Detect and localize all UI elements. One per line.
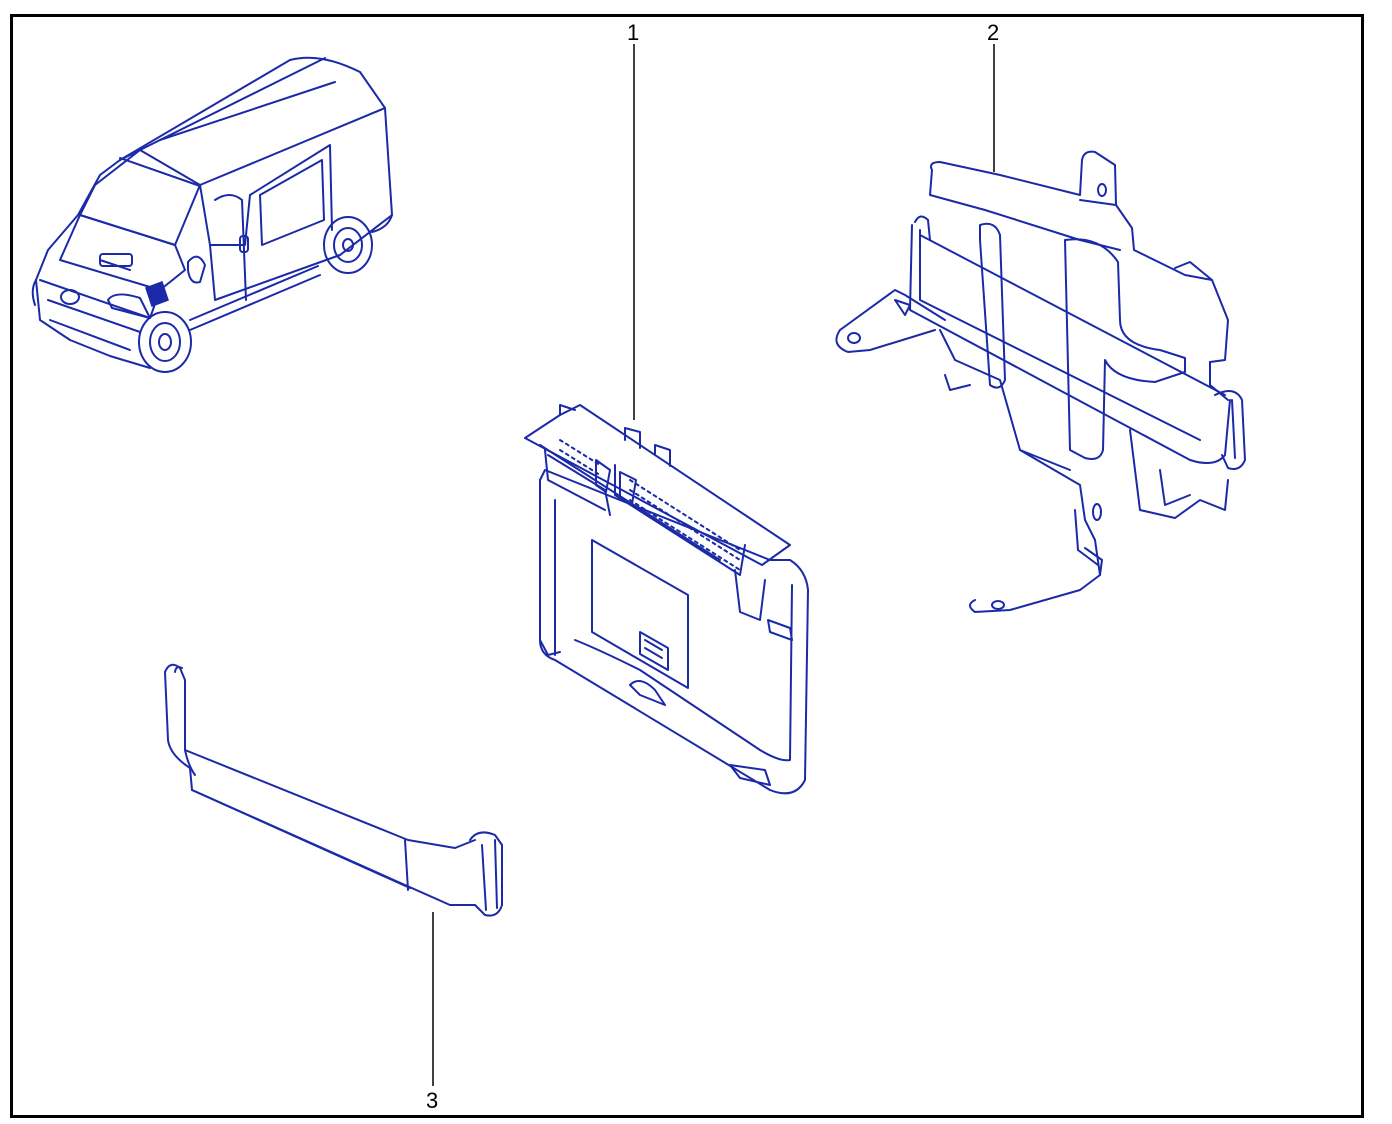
callout-1: 1 bbox=[627, 20, 640, 45]
ecu-mounting-bracket-illustration bbox=[835, 150, 1246, 613]
diagram-frame bbox=[10, 14, 1364, 1118]
callout-3: 3 bbox=[426, 1088, 439, 1113]
callout-2: 2 bbox=[987, 20, 1000, 45]
van-locator-illustration bbox=[31, 56, 393, 373]
ecu-location-marker bbox=[145, 281, 169, 307]
ecu-manufacturer-logo bbox=[639, 631, 669, 671]
ecu-control-unit-illustration bbox=[524, 404, 809, 795]
retaining-strap-illustration bbox=[164, 663, 503, 917]
